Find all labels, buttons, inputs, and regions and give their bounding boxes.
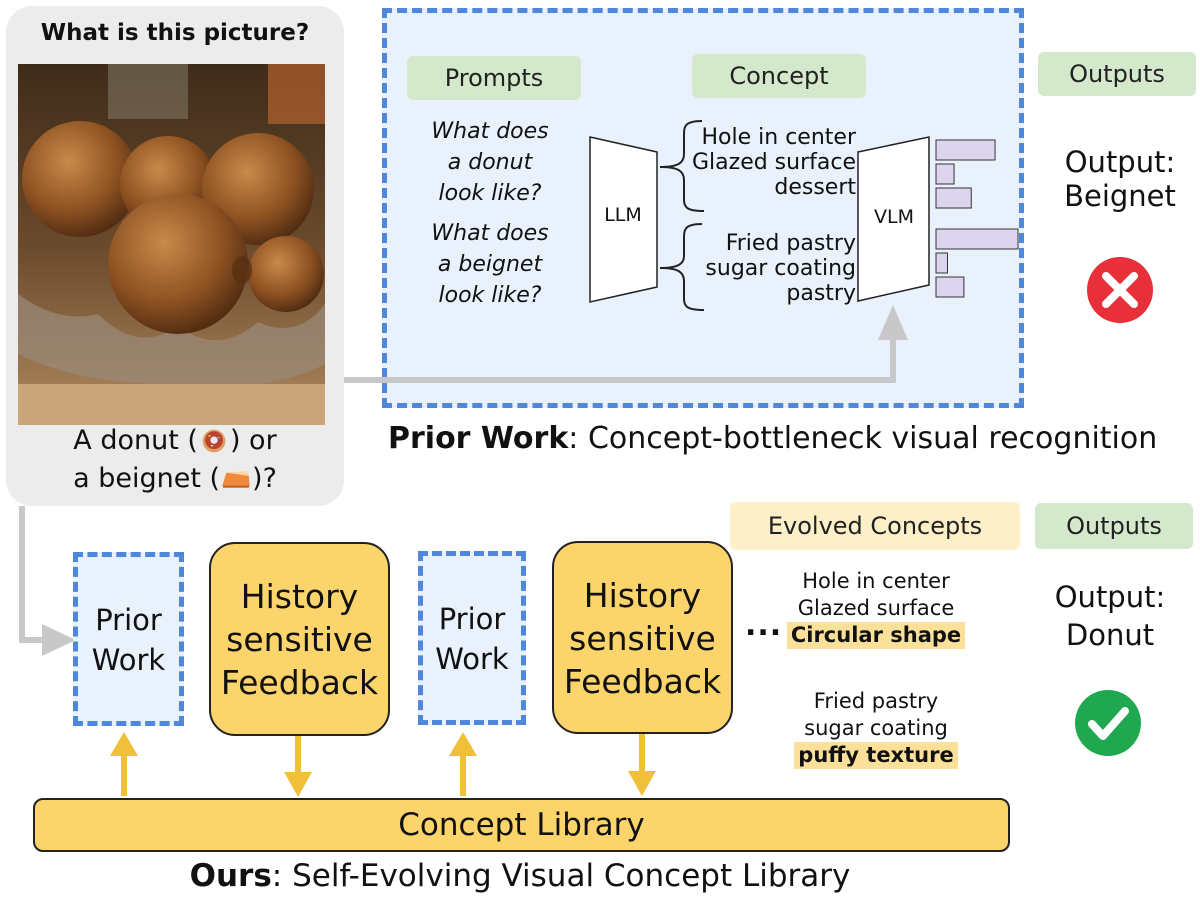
prompt-line: What does [431, 119, 549, 144]
question-caption: A donut ( ) or a beignet ()? [6, 422, 344, 498]
concept-item: Glazed surface [692, 150, 856, 175]
concept-item: dessert [774, 175, 856, 200]
yellow-arrows [110, 732, 656, 797]
prompt-line: a beignet [437, 252, 543, 277]
box-line: Prior [95, 603, 162, 637]
concept-item: Fried pastry [725, 231, 856, 256]
history-feedback-box-2-label: History sensitive Feedback [552, 574, 733, 703]
food-photo [18, 64, 325, 425]
concept-item: sugar coating [804, 716, 948, 740]
box-line: Work [91, 643, 166, 677]
caption-text: )? [252, 463, 277, 494]
prior-work-box-2-label: Prior Work [418, 599, 526, 679]
red-x-icon [1087, 257, 1153, 323]
box-line: Work [435, 642, 509, 676]
history-feedback-box-1 [209, 542, 390, 736]
caption-bold: Prior Work [388, 421, 569, 456]
question-title: What is this picture? [40, 20, 310, 46]
box-line: Feedback [220, 663, 379, 702]
brace-bottom [659, 223, 705, 311]
ours-caption: Ours: Self-Evolving Visual Concept Libra… [0, 858, 1040, 894]
llm-module [589, 136, 658, 303]
output-line: Output: [1054, 580, 1166, 614]
score-bars [935, 139, 1019, 298]
evolved-concepts-donut: Hole in center Glazed surface Circular s… [746, 568, 1006, 649]
donut-icon [202, 429, 226, 453]
caption-bold: Ours [189, 858, 272, 894]
caption-text: ) or [229, 425, 277, 456]
beignet-concepts: Fried pastry sugar coating pastry [616, 231, 856, 306]
output-line: Beignet [1064, 179, 1176, 213]
box-line: Feedback [563, 662, 722, 701]
pastry-icon [222, 471, 250, 488]
outputs-label: Outputs [1038, 52, 1196, 96]
history-feedback-box-1-label: History sensitive Feedback [209, 575, 390, 704]
caption-text: a beignet ( [73, 463, 221, 494]
score-bar [935, 252, 948, 274]
score-bar [935, 228, 1019, 250]
prior-output: Output: Beignet [1040, 145, 1200, 213]
concept-item: Hole in center [701, 125, 856, 150]
vlm-module [857, 136, 930, 302]
flow-arrowhead [878, 305, 908, 340]
brace-top [659, 120, 705, 212]
ours-output: Output: Donut [1030, 578, 1190, 654]
caption-text: : Concept-bottleneck visual recognition [568, 421, 1158, 456]
box-line: Prior [438, 602, 506, 636]
prior-work-box-1 [73, 552, 184, 726]
output-line: Output: [1064, 145, 1176, 179]
prompt-line: What does [431, 221, 549, 246]
ellipsis: ... [745, 608, 783, 643]
prior-work-box-1-label: Prior Work [73, 600, 184, 680]
concept-item: Hole in center [802, 569, 950, 593]
concept-item: sugar coating [705, 256, 856, 281]
history-feedback-box-2 [552, 541, 733, 734]
prompt-donut: What does a donut look like? [405, 116, 575, 209]
new-concept-highlight: Circular shape [786, 622, 966, 649]
evolved-concepts-beignet: Fried pastry sugar coating puffy texture [746, 688, 1006, 769]
green-check-icon [1075, 690, 1141, 756]
concept-library-bar: Concept Library [33, 798, 1010, 852]
donut-concepts: Hole in center Glazed surface dessert [616, 125, 856, 200]
new-concept-highlight: puffy texture [794, 742, 958, 769]
llm-label: LLM [604, 204, 642, 226]
concept-item: Fried pastry [813, 689, 939, 713]
concept-item: pastry [786, 281, 856, 306]
prompt-line: look like? [438, 181, 542, 206]
outputs-label: Outputs [1035, 503, 1193, 549]
concept-label: Concept [692, 54, 866, 98]
prompt-beignet: What does a beignet look like? [405, 218, 575, 311]
box-line: History [583, 576, 702, 615]
score-bar [935, 187, 972, 209]
vlm-label: VLM [874, 206, 914, 228]
output-line: Donut [1065, 618, 1155, 652]
prior-work-box-2 [418, 551, 526, 725]
flow-arrowhead [42, 624, 76, 656]
score-bar [935, 139, 996, 161]
prompt-line: look like? [438, 283, 542, 308]
caption-text: : Self-Evolving Visual Concept Library [271, 858, 851, 894]
flow-arrow-to-ours [19, 506, 50, 643]
prompts-label: Prompts [407, 56, 581, 100]
box-line: sensitive [226, 620, 373, 659]
box-line: History [240, 577, 359, 616]
score-bar [935, 163, 955, 185]
flow-arrow-to-vlm [344, 332, 896, 383]
box-line: sensitive [569, 619, 716, 658]
caption-text: A donut ( [73, 425, 198, 456]
evolved-concepts-label: Evolved Concepts [730, 502, 1020, 550]
prompt-line: a donut [447, 150, 533, 175]
score-bar [935, 276, 965, 298]
concept-item: Glazed surface [797, 596, 955, 620]
prior-work-caption: Prior Work: Concept-bottleneck visual re… [388, 421, 1188, 456]
